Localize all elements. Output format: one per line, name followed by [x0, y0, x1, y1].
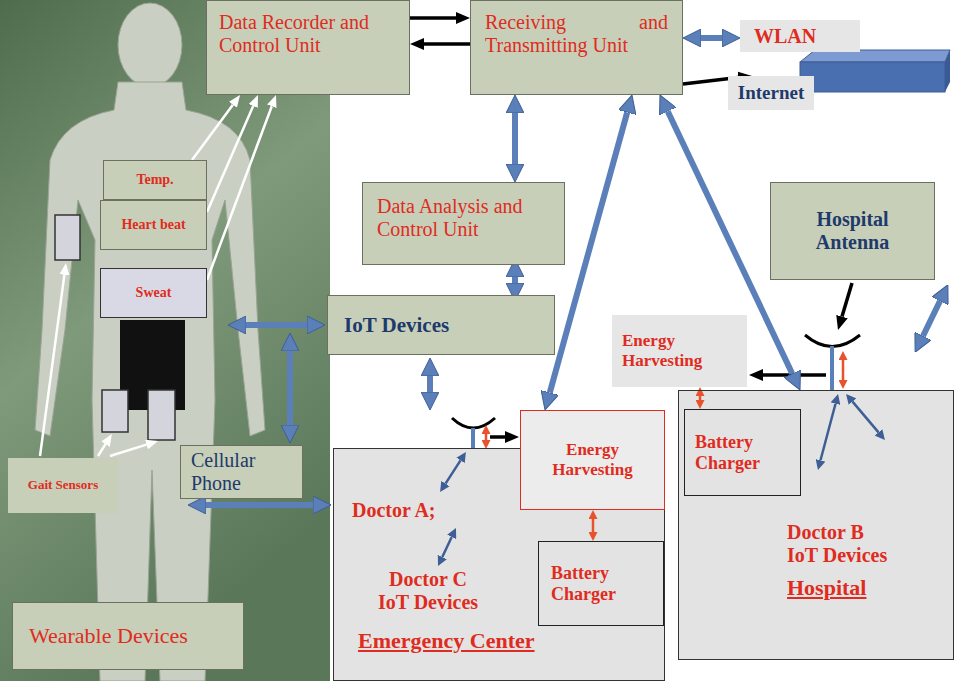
- node-text: Internet: [732, 82, 810, 104]
- figure-head: [118, 3, 182, 87]
- node-text: Hospital Antenna: [779, 208, 926, 254]
- node-text: Cellular Phone: [191, 449, 292, 495]
- connector-arrow: [699, 396, 702, 400]
- node-text: Wearable Devices: [29, 623, 227, 648]
- process-box: Receiving and Transmitting Unit: [470, 0, 683, 95]
- antenna-stem: [471, 428, 475, 448]
- process-box: Heart beat: [100, 200, 207, 250]
- node-text: Heart beat: [105, 217, 202, 233]
- process-box: Energy Harvesting: [520, 410, 665, 510]
- signal-arrow: [763, 373, 826, 377]
- sensor-patch: [148, 390, 175, 440]
- link-arrow: [821, 404, 836, 461]
- node-text: Receiving and Transmitting Unit: [485, 11, 668, 57]
- connector-arrow: [701, 35, 722, 41]
- power-arrow: [842, 360, 845, 380]
- process-box: Cellular Phone: [180, 445, 303, 499]
- link-arrow: [923, 301, 940, 336]
- connector-arrow: [592, 519, 595, 532]
- node-text: IoT Devices: [344, 313, 538, 337]
- sensor-patch: [55, 215, 80, 260]
- hospital-ground: [678, 390, 954, 660]
- node-text: Energy Harvesting: [529, 440, 656, 479]
- antenna-dish: [452, 418, 495, 428]
- photo-background: [0, 0, 330, 681]
- node-text: Battery Charger: [551, 563, 651, 604]
- node-text: Gait Sensors: [12, 478, 114, 493]
- node-text: Battery Charger: [695, 432, 790, 473]
- link-arrow: [246, 322, 307, 328]
- link-arrow: [206, 502, 313, 508]
- link-arrow: [287, 351, 293, 425]
- connector-arrow: [410, 16, 456, 20]
- link-arrow: [442, 537, 451, 557]
- node-text: Doctor C IoT Devices: [372, 568, 484, 614]
- node-text: Emergency Center: [358, 628, 558, 653]
- process-box: Data Analysis and Control Unit: [362, 182, 565, 265]
- process-box: Data Recorder and Control Unit: [206, 0, 410, 95]
- link-arrow: [427, 376, 433, 392]
- process-box: IoT Devices: [327, 295, 555, 355]
- connector-arrow: [207, 106, 272, 280]
- connector-arrow: [512, 113, 518, 164]
- process-box: Hospital Antenna: [770, 182, 935, 280]
- signal-arrow: [842, 283, 852, 317]
- node-text: Doctor A;: [352, 499, 462, 522]
- node-text: Temp.: [108, 172, 202, 188]
- connector-arrow: [192, 105, 233, 160]
- internet-cloud-box: [800, 50, 950, 92]
- human-figure: [35, 82, 265, 681]
- link-arrow: [853, 402, 879, 433]
- process-box: Sweat: [100, 268, 207, 318]
- connector-arrow: [207, 106, 253, 212]
- process-box: Wearable Devices: [12, 602, 244, 670]
- node-text: WLAN: [754, 25, 846, 48]
- leader-arrow: [98, 444, 106, 456]
- process-box: Energy Harvesting: [612, 315, 747, 387]
- sensor-patch: [102, 390, 128, 432]
- connector-arrow: [424, 42, 470, 46]
- node-text: Energy Harvesting: [622, 331, 737, 370]
- signal-arrow: [490, 435, 505, 439]
- process-box: Battery Charger: [538, 541, 664, 626]
- power-arrow: [485, 434, 488, 440]
- region-box: Doctor B IoT DevicesHospital Battery Char…: [678, 390, 954, 660]
- process-box: Gait Sensors: [8, 458, 118, 513]
- connector-arrow: [512, 277, 518, 283]
- antenna-stem: [830, 346, 834, 390]
- antenna-dish: [805, 335, 860, 347]
- process-box: Internet: [728, 76, 814, 110]
- leader-arrow: [40, 275, 64, 456]
- process-box: WLAN: [740, 20, 860, 52]
- node-text: Data Recorder and Control Unit: [219, 11, 397, 57]
- box-front: [800, 62, 945, 92]
- link-arrow: [446, 460, 461, 483]
- process-box: Temp.: [103, 160, 207, 200]
- process-box: Battery Charger: [684, 409, 801, 496]
- node-text: Doctor B IoT Devices: [787, 521, 899, 567]
- node-text: Sweat: [105, 285, 202, 301]
- node-text: Hospital: [787, 575, 937, 600]
- box-side: [945, 50, 950, 92]
- leader-arrow: [110, 445, 147, 456]
- node-text: Data Analysis and Control Unit: [377, 195, 550, 241]
